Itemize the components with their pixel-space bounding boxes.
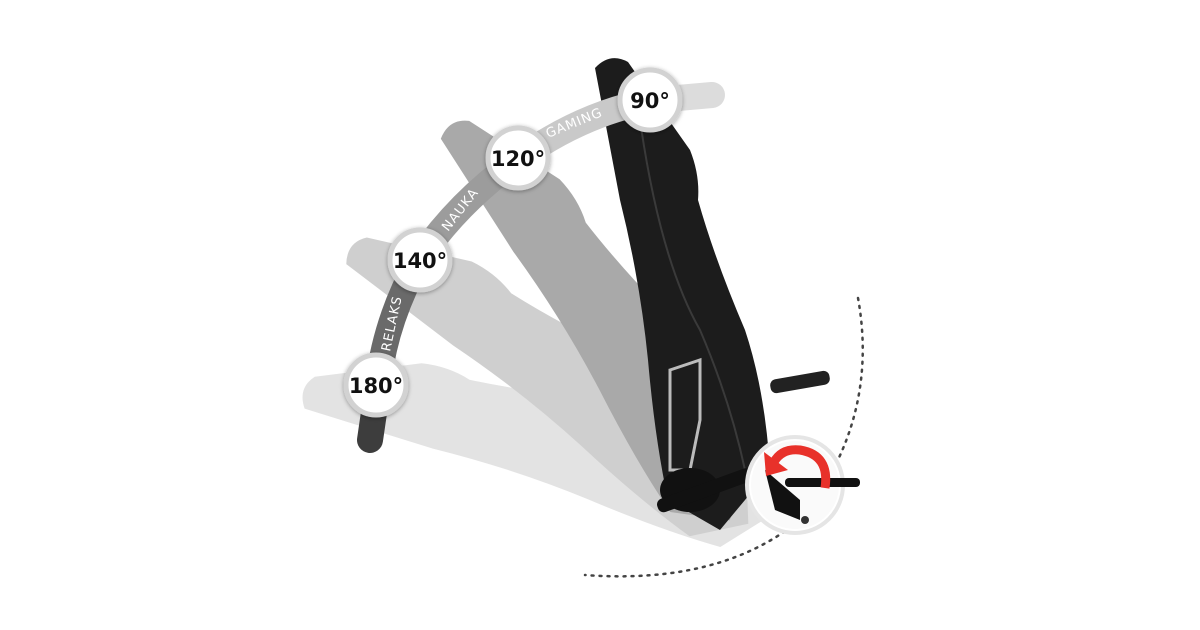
svg-text:90°: 90° — [630, 89, 670, 113]
angle-marker-180: 180° — [343, 352, 409, 418]
recline-lever-detail — [745, 435, 860, 535]
rotate-arrow-icon — [770, 445, 831, 489]
svg-text:140°: 140° — [393, 249, 447, 273]
svg-text:180°: 180° — [349, 374, 403, 398]
chair-main — [595, 58, 830, 531]
rotation-guide-arc — [583, 296, 864, 578]
angle-marker-140: 140° — [387, 227, 453, 293]
svg-text:120°: 120° — [491, 147, 545, 171]
angle-marker-90: 90° — [617, 67, 683, 133]
angle-marker-120: 120° — [485, 125, 551, 191]
